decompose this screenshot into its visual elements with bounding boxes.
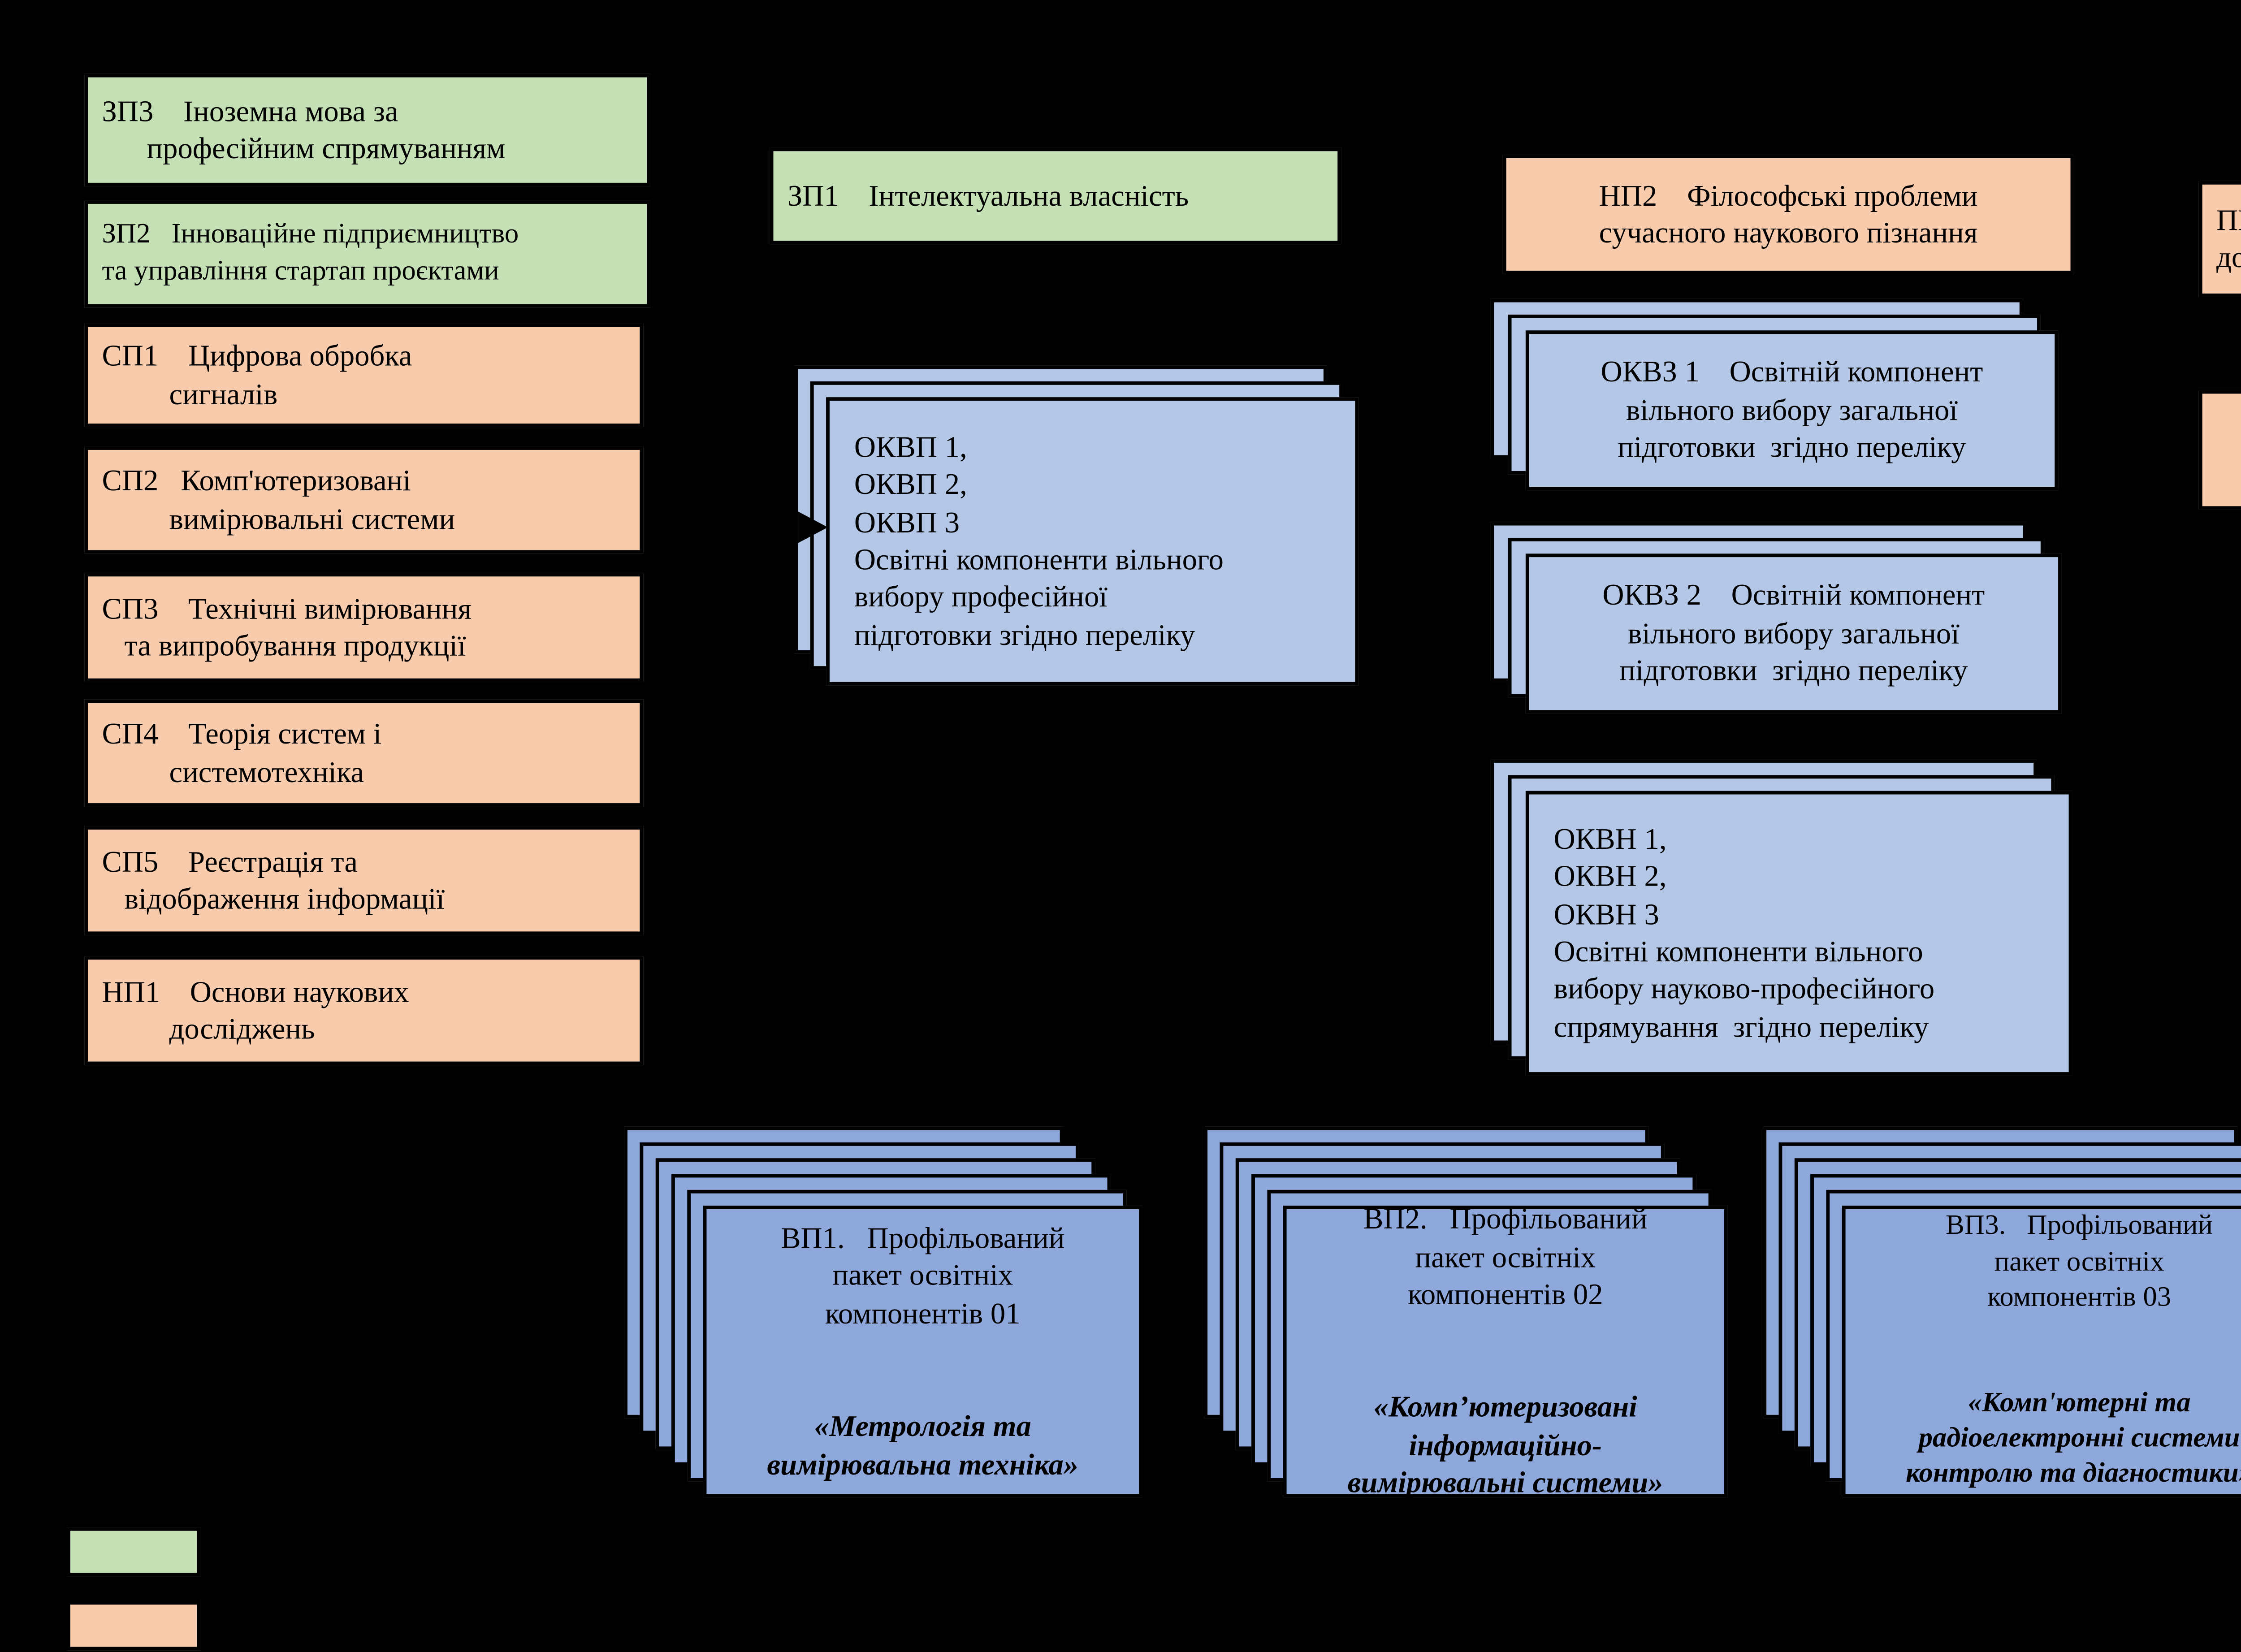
- vp3-title: ВП3. Профільований пакет освітніх компон…: [1946, 1211, 2213, 1313]
- semester-1-header: 1 семестр: [314, 17, 453, 55]
- vp2-subtitle: «Комп’ютеризовані інформаційно- вимірюва…: [1347, 1391, 1663, 1500]
- vp1-subtitle: «Метрологія та вимірювальна техніка»: [767, 1410, 1079, 1481]
- course-box-pp1: ПП1 Науково- дослідницька практика: [2198, 181, 2241, 297]
- course-box-zp3: ЗП3 Іноземна мова за професійним спрямув…: [84, 74, 650, 186]
- course-box-zp1: ЗП1 Інтелектуальна власність: [770, 147, 1341, 245]
- vp2-title: ВП2. Профільований пакет освітніх компон…: [1363, 1202, 1648, 1312]
- legend-swatch-general: [67, 1527, 201, 1577]
- course-box-sp2: СП2 Комп'ютеризовані вимірювальні систем…: [84, 446, 644, 554]
- elective-box-okvz1: ОКВЗ 1 Освітній компонент вільного вибор…: [1525, 330, 2059, 491]
- arrowhead-into-okvp: [798, 511, 828, 543]
- legend-label-general: Обов'язкові компоненти загальної підгото…: [228, 1534, 806, 1568]
- package-box-vp3: ВП3. Профільований пакет освітніх компон…: [1842, 1206, 2241, 1498]
- course-box-sp1: СП1 Цифрова обробка сигналів: [84, 323, 644, 427]
- course-box-sp4: СП4 Теорія систем і системотехніка: [84, 699, 644, 807]
- course-box-np1: НП1 Основи наукових досліджень: [84, 956, 644, 1065]
- vp1-title: ВП1. Профільований пакет освітніх компон…: [781, 1221, 1065, 1331]
- legend-label-professional: Обов'язкові компоненти професійної підго…: [228, 1608, 844, 1642]
- elective-box-okvz2: ОКВЗ 2 Освітній компонент вільного вибор…: [1525, 554, 2062, 714]
- elective-box-okvn: ОКВН 1, ОКВН 2, ОКВН 3 Освітні компонент…: [1525, 791, 2072, 1076]
- course-box-zakhyst: Захист кваліфікаційної роботи: [2198, 390, 2241, 510]
- semester-3-header: 3 семестр: [1679, 17, 1818, 55]
- legend-swatch-professional: [67, 1601, 201, 1651]
- course-box-np2: НП2 Філософські проблеми сучасного науко…: [1502, 155, 2074, 274]
- elective-box-okvp: ОКВП 1, ОКВП 2, ОКВП 3 Освітні компонент…: [826, 397, 1359, 686]
- vp3-subtitle: «Комп'ютерні та радіоелектронні системи …: [1906, 1388, 2241, 1490]
- package-box-vp1: ВП1. Профільований пакет освітніх компон…: [703, 1206, 1142, 1498]
- package-box-vp2: ВП2. Профільований пакет освітніх компон…: [1283, 1203, 1728, 1500]
- semester-2-header: 2 семестр: [1012, 17, 1151, 55]
- course-box-zp2: ЗП2 Інноваційне підприємництво та управл…: [84, 200, 650, 308]
- course-box-sp3: СП3 Технічні вимірювання та випробування…: [84, 573, 644, 682]
- course-box-sp5: СП5 Реєстрація та відображення інформаці…: [84, 826, 644, 935]
